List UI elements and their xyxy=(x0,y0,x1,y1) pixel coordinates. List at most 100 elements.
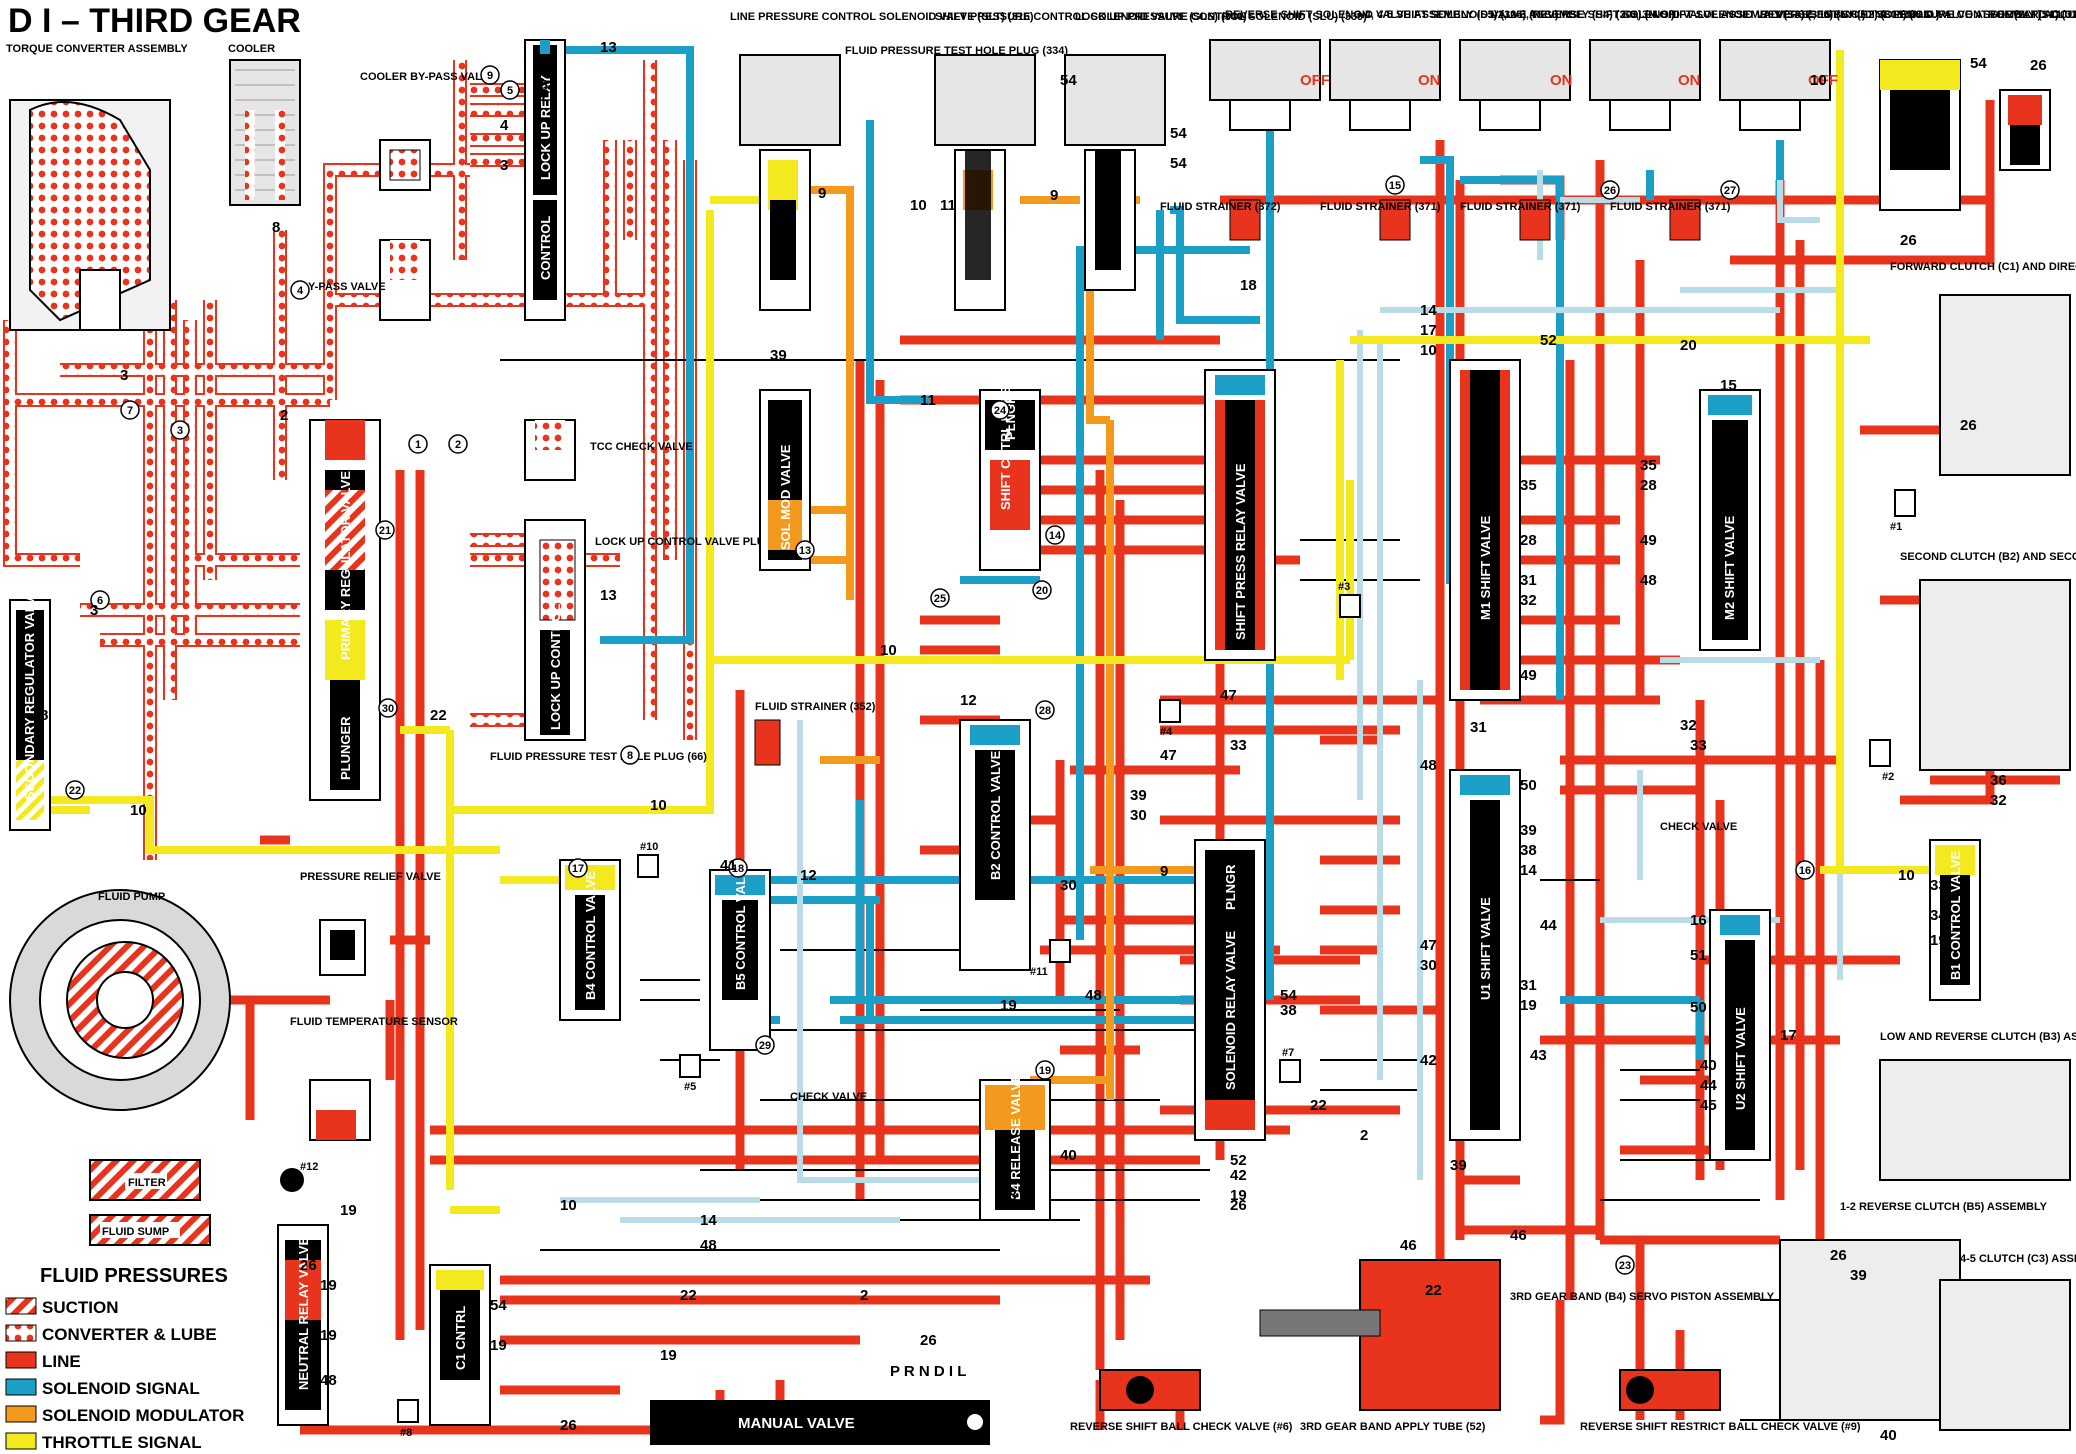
svg-text:43: 43 xyxy=(1530,1047,1547,1064)
check-ball-8: #8 xyxy=(400,1427,412,1439)
svg-text:48: 48 xyxy=(1085,987,1102,1004)
primary-regulator-valve: PRIMARY REGULATOR VALVE PLUNGER xyxy=(309,419,381,801)
circled-ref-17 xyxy=(568,858,588,878)
svg-text:10: 10 xyxy=(650,797,667,814)
legend-sol-label: SOLENOID SIGNAL xyxy=(42,1379,200,1398)
circled-ref-3 xyxy=(170,420,190,440)
c1-control-valve: C1 CNTRL xyxy=(429,1264,491,1426)
svg-text:19: 19 xyxy=(320,1327,337,1344)
svg-text:28: 28 xyxy=(1640,477,1657,494)
circled-ref-text: 25 xyxy=(934,593,946,605)
s1-state: OFF xyxy=(1808,72,1838,89)
svg-text:38: 38 xyxy=(1280,1002,1297,1019)
b4-control-text: B4 CONTROL VALVE xyxy=(583,870,598,1000)
circled-ref-text: 18 xyxy=(732,863,744,875)
svg-text:19: 19 xyxy=(660,1347,677,1364)
circled-ref-18 xyxy=(728,858,748,878)
legend-throttle-signal: THROTTLE SIGNAL xyxy=(5,1432,202,1452)
svg-text:46: 46 xyxy=(1400,1237,1417,1254)
svg-text:39: 39 xyxy=(1450,1157,1467,1174)
svg-text:22: 22 xyxy=(1310,1097,1327,1114)
b4-release-text: B4 RELEASE VALVE xyxy=(1008,1073,1023,1200)
sol-mod-text: SOL MOD VALVE xyxy=(778,444,793,550)
s4-label: 3-4, 4-5 SHIFT SOLENOID VALVE ASSEMBLY (… xyxy=(1355,9,1675,21)
cooler: COOLER xyxy=(228,43,301,206)
b5-label: 1-2 REVERSE CLUTCH (B5) ASSEMBLY xyxy=(1840,1201,2048,1213)
svg-text:17: 17 xyxy=(1780,1027,1797,1044)
u2-text: U2 SHIFT VALVE xyxy=(1733,1007,1748,1110)
sls-label: SHIFT PRESSURE CONTROL SOLENOID VALVE (S… xyxy=(935,11,1247,23)
svg-text:18: 18 xyxy=(1240,277,1257,294)
svg-text:22: 22 xyxy=(680,1287,697,1304)
svg-text:19: 19 xyxy=(1230,1187,1247,1204)
circled-ref-22 xyxy=(65,780,85,800)
check-ball-1: #1 xyxy=(1890,521,1902,533)
svg-text:48: 48 xyxy=(1000,1187,1017,1204)
m2-text: M2 SHIFT VALVE xyxy=(1722,515,1737,620)
svg-text:44: 44 xyxy=(1700,1077,1717,1094)
cooler-bypass-label: COOLER BY-PASS VALVE xyxy=(360,71,496,83)
circled-ref-text: 30 xyxy=(382,703,394,715)
svg-text:2: 2 xyxy=(280,407,288,424)
circled-ref-27 xyxy=(1720,180,1740,200)
svg-text:39: 39 xyxy=(770,347,787,364)
filter-label: FILTER xyxy=(128,1177,166,1189)
svg-text:10: 10 xyxy=(130,802,147,819)
svg-text:52: 52 xyxy=(1230,1152,1247,1169)
svg-text:3: 3 xyxy=(500,157,508,174)
passage-numbers: 13 13 22 39 7 3 4 8 8 2 3 8 3 10 10 10 4… xyxy=(40,39,2047,1444)
circled-ref-text: 15 xyxy=(1389,180,1401,192)
circled-ref-1 xyxy=(408,434,428,454)
b5-control-valve: B5 CONTROL VALVE xyxy=(709,860,771,1051)
svg-text:30: 30 xyxy=(1130,807,1147,824)
svg-text:20: 20 xyxy=(1680,337,1697,354)
svg-text:35: 35 xyxy=(1520,477,1537,494)
s5-state: OFF xyxy=(1300,72,1330,89)
b5-control-text: B5 CONTROL VALVE xyxy=(733,860,748,990)
svg-text:54: 54 xyxy=(490,1297,507,1314)
strainer-372-label: FLUID STRAINER (372) xyxy=(1160,201,1281,213)
circled-ref-text: 8 xyxy=(627,750,633,762)
diagram-title: D I – THIRD GEAR xyxy=(8,2,301,40)
lockup-relay-text: LOCK UP RELAY xyxy=(538,75,553,180)
pressure-relief-label: PRESSURE RELIEF VALVE xyxy=(300,871,441,883)
sol-mod-valve: SOL MOD VALVE xyxy=(759,389,811,571)
svg-text:33: 33 xyxy=(1230,737,1247,754)
fluid-pump-label: FLUID PUMP xyxy=(98,891,165,903)
c1-cntrl-text: C1 CNTRL xyxy=(453,1306,468,1370)
circled-ref-21 xyxy=(375,520,395,540)
svg-text:13: 13 xyxy=(600,39,617,56)
u2-shift-valve: U2 SHIFT VALVE xyxy=(1709,909,1771,1161)
svg-text:48: 48 xyxy=(700,1237,717,1254)
svg-text:10: 10 xyxy=(910,197,927,214)
throttle-signal-passages xyxy=(20,50,1940,1214)
b2b1-label: SECOND CLUTCH (B2) AND SECOND COAST CLUT… xyxy=(1900,551,2076,563)
apply-tube-label: 3RD GEAR BAND APPLY TUBE (52) xyxy=(1300,1421,1486,1433)
fluid-strainer-352 xyxy=(754,719,781,766)
svg-text:51: 51 xyxy=(1690,947,1707,964)
slt-solenoid: LINE PRESSURE CONTROL SOLENOID VALVE (SL… xyxy=(730,11,1034,311)
plunger-text: PLUNGER xyxy=(338,716,353,780)
circled-ref-text: 28 xyxy=(1039,705,1051,717)
slu-label: LOCK UP PRESSURE CONTROL SOLENOID (SLU) … xyxy=(1075,11,1367,23)
torque-converter-label: TORQUE CONVERTER ASSEMBLY xyxy=(6,43,188,55)
circled-ref-text: 3 xyxy=(177,425,183,437)
band-servo-label: 3RD GEAR BAND (B4) SERVO PISTON ASSEMBLY xyxy=(1510,1291,1775,1303)
legend-line: LINE xyxy=(5,1351,81,1371)
slt-label: LINE PRESSURE CONTROL SOLENOID VALVE (SL… xyxy=(730,11,1034,23)
svg-text:22: 22 xyxy=(430,707,447,724)
temp-sensor-label: FLUID TEMPERATURE SENSOR xyxy=(290,1016,458,1028)
legend: FLUID PRESSURES SUCTION CONVERTER & LUBE… xyxy=(5,1265,244,1452)
s1-solenoid: REVERSE, 1ST SHIFT SOLENOID VALVE ASSEMB… xyxy=(1719,9,2076,131)
tcc-check-label: TCC CHECK VALVE xyxy=(590,441,693,453)
circled-ref-20 xyxy=(1032,580,1052,600)
circled-ref-text: 24 xyxy=(994,405,1007,417)
u1-shift-valve: U1 SHIFT VALVE xyxy=(1449,769,1521,1141)
svg-text:26: 26 xyxy=(1230,1197,1247,1214)
manual-valve-label: MANUAL VALVE xyxy=(738,1415,855,1432)
circled-ref-text: 13 xyxy=(799,545,811,557)
svg-text:54: 54 xyxy=(1060,72,1077,89)
circled-ref-5 xyxy=(500,80,520,100)
circled-ref-6 xyxy=(90,590,110,610)
